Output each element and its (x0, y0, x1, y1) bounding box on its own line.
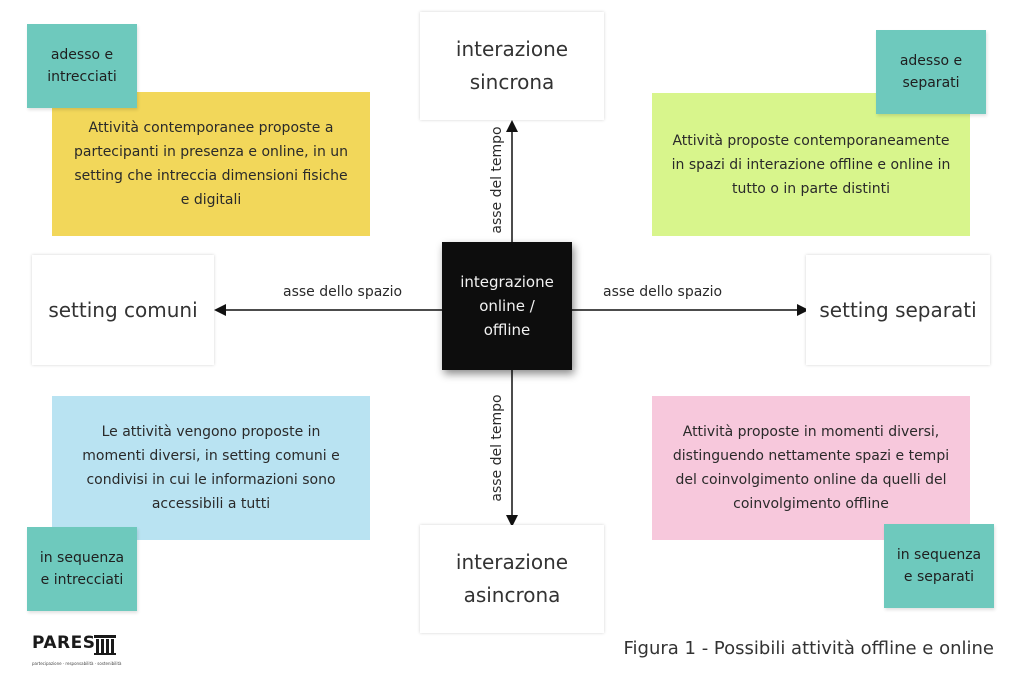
tag-bottom-left: in sequenza e intrecciati (27, 527, 137, 611)
note-bottom-right: Attività proposte in momenti diversi, di… (652, 396, 970, 540)
logo-text: PARES (32, 633, 96, 653)
note-top-left: Attività contemporanee proposte a partec… (52, 92, 370, 236)
note-top-right: Attività proposte contemporaneamente in … (652, 93, 970, 236)
tag-top-left: adesso e intrecciati (27, 24, 137, 108)
center-integration-square: integrazione online / offline (442, 242, 572, 370)
card-setting-separati: setting separati (806, 255, 990, 365)
tag-top-right: adesso e separati (876, 30, 986, 114)
card-sincrona: interazione sincrona (420, 12, 604, 120)
pares-logo: PARES partecipazione · responsabilità · … (32, 633, 121, 673)
time-axis-label-top: asse del tempo (489, 126, 505, 234)
logo-tagline: partecipazione · responsabilità · sosten… (32, 661, 122, 666)
card-setting-comuni: setting comuni (32, 255, 214, 365)
card-asincrona: interazione asincrona (420, 525, 604, 633)
time-axis-label-bottom: asse del tempo (489, 394, 505, 502)
space-axis-label-left: asse dello spazio (283, 284, 403, 300)
space-axis-label-right: asse dello spazio (603, 284, 723, 300)
note-bottom-left: Le attività vengono proposte in momenti … (52, 396, 370, 540)
figure-caption: Figura 1 - Possibili attività offline e … (623, 638, 995, 659)
columns-icon (94, 635, 116, 655)
tag-bottom-right: in sequenza e separati (884, 524, 994, 608)
